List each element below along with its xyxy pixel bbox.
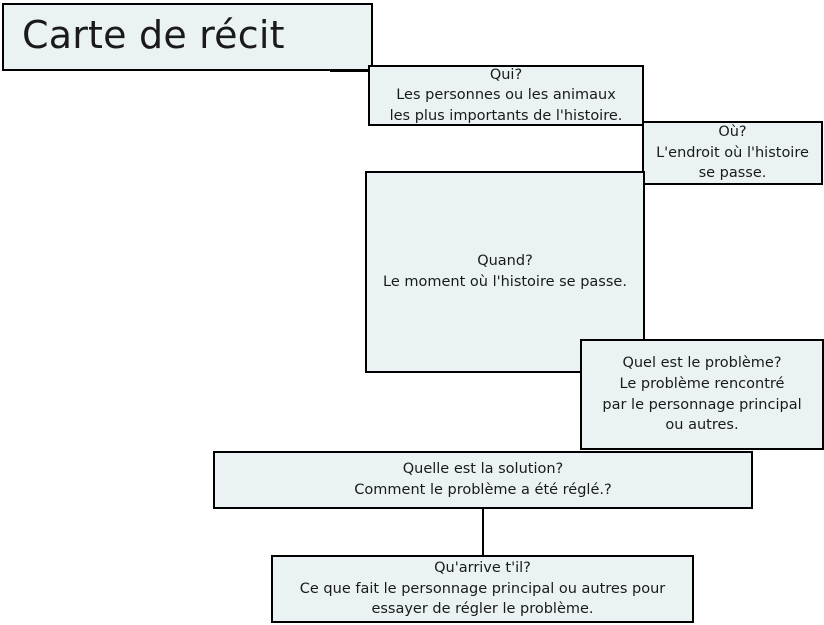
qu-arrive-t-il-box: Qu'arrive t'il? Ce que fait le personnag… bbox=[271, 555, 694, 623]
qui-box: Qui? Les personnes ou les animaux les pl… bbox=[368, 65, 644, 126]
solution-box: Quelle est la solution? Comment le probl… bbox=[213, 451, 753, 509]
ou-box: Où? L'endroit où l'histoire se passe. bbox=[642, 121, 823, 185]
connector-title-to-qui bbox=[330, 70, 372, 72]
probleme-box: Quel est le problème? Le problème rencon… bbox=[580, 339, 824, 450]
carte-de-recit-title: Carte de récit bbox=[2, 3, 373, 71]
connector-solution-to-arrive bbox=[482, 507, 484, 558]
